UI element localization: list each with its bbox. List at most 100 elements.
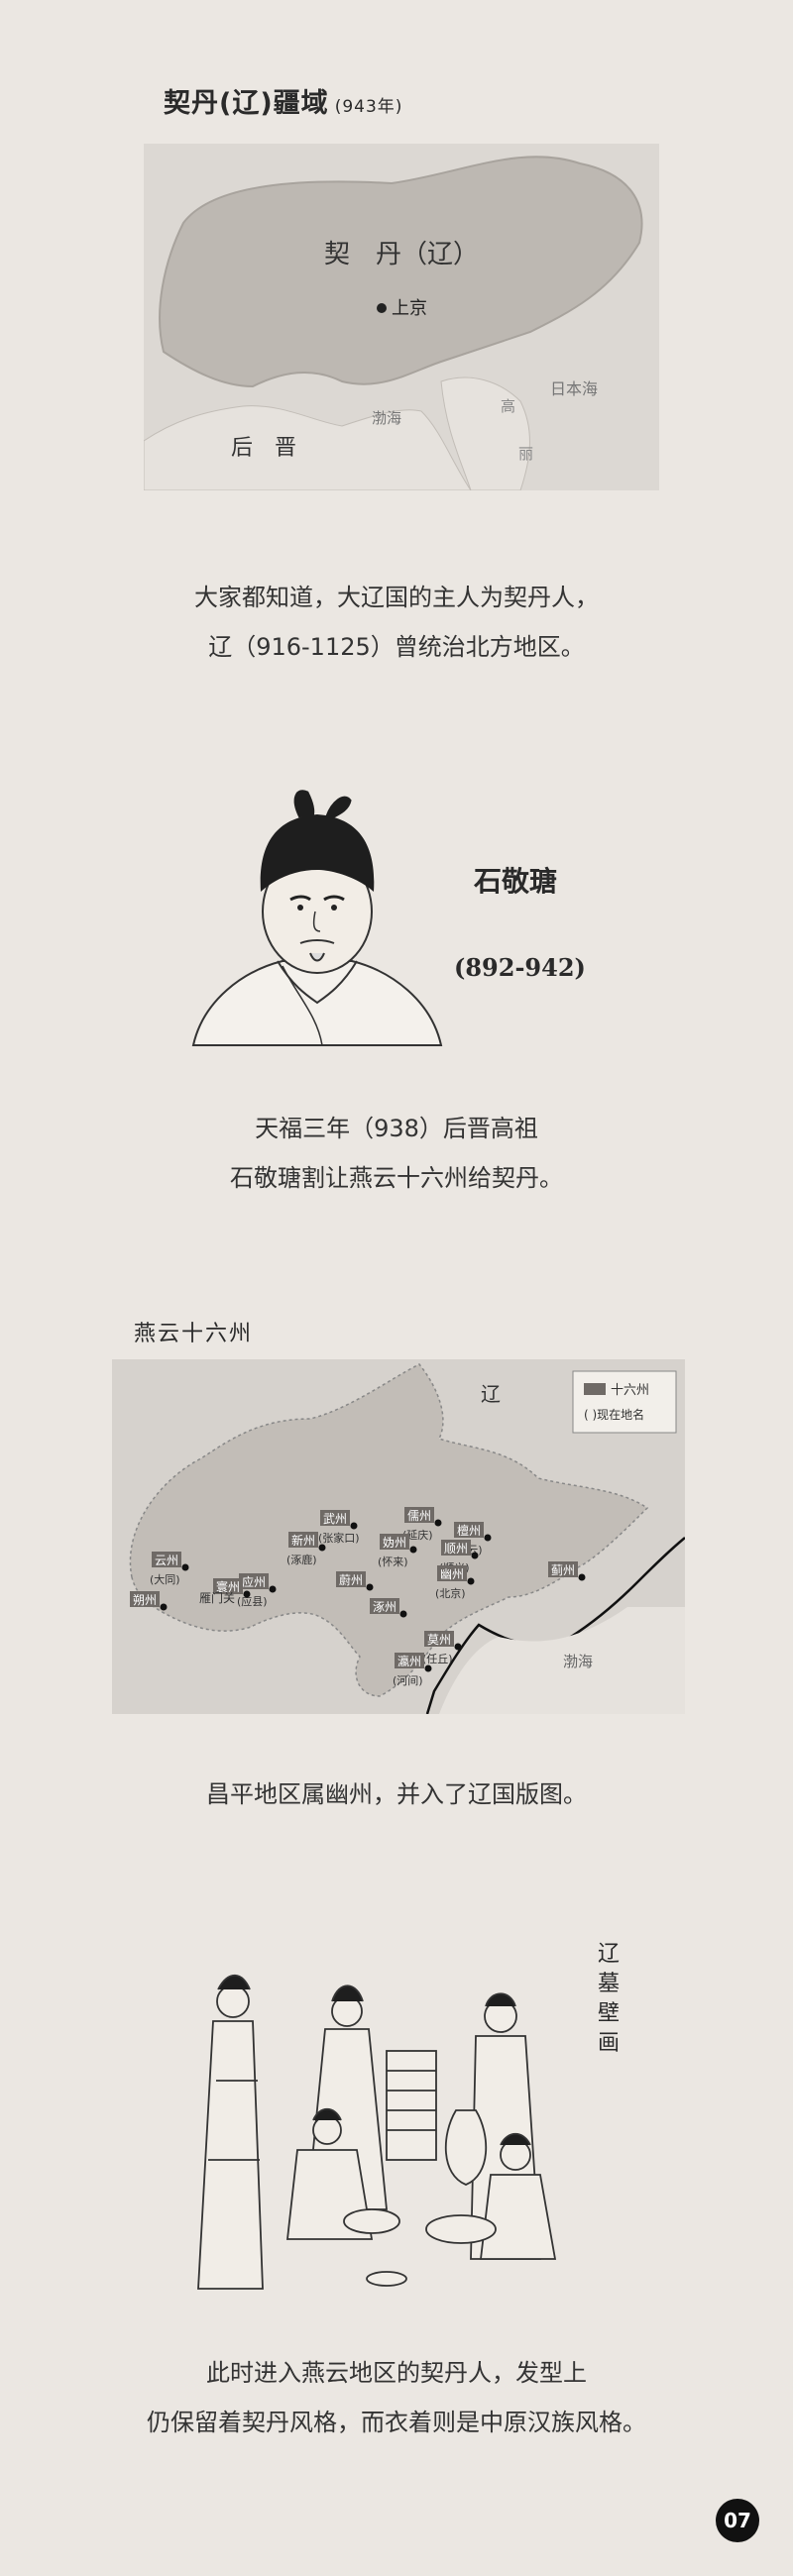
prefecture-label-box (152, 1552, 181, 1567)
person-name: 石敬瑭 (474, 865, 558, 898)
map1-title: 契丹(辽)疆域(943年) (164, 88, 403, 119)
prefecture-dot (578, 1573, 586, 1581)
goryeo-label-2: 丽 (518, 445, 533, 463)
prefecture-dot (484, 1534, 492, 1542)
caption-3: 昌平地区属幽州，并入了辽国版图。 (0, 1770, 793, 1819)
shi-jingtang-portrait (191, 790, 443, 1046)
legend-label: 十六州 (611, 1383, 649, 1398)
person-years: (892-942) (454, 953, 586, 982)
mural-title-char-3: 壁 (597, 2001, 620, 2026)
prefecture-label-box (395, 1653, 424, 1668)
legend-swatch (584, 1383, 606, 1395)
prefecture-modern-name: (怀来) (378, 1556, 408, 1568)
mural-figure-1 (197, 1974, 264, 2290)
liao-tomb-mural (197, 1974, 557, 2290)
japan-sea-label: 日本海 (550, 379, 598, 398)
prefecture-name: 瀛州 (397, 1654, 421, 1668)
prefecture-dot (471, 1552, 479, 1559)
prefecture-name: 顺州 (444, 1542, 468, 1556)
prefecture-label-box (380, 1534, 409, 1550)
prefecture-name: 寰州 (216, 1579, 240, 1594)
page-number-badge: 07 (716, 2499, 759, 2542)
prefecture-label-box (404, 1507, 434, 1523)
map2-title: 燕云十六州 (134, 1322, 254, 1346)
yanmen-pass-label: 雁门关 (199, 1590, 235, 1605)
prefecture-dot (434, 1519, 442, 1527)
futou-hat (260, 814, 375, 892)
prefecture-dot (350, 1522, 358, 1530)
caption-2-line-2: 石敬瑭割让燕云十六州给契丹。 (230, 1164, 563, 1192)
prefecture-dot (424, 1664, 432, 1672)
prefecture-name: 莫州 (427, 1633, 451, 1647)
sixteen-prefectures-area (129, 1363, 649, 1697)
caption-4-line-1: 此时进入燕云地区的契丹人，发型上 (206, 2359, 587, 2387)
mural-title: 辽 墓 壁 画 (595, 1940, 623, 2059)
prefecture-dot (454, 1643, 462, 1651)
prefecture-modern-name: (涿鹿) (286, 1553, 317, 1566)
prefecture-label-box (424, 1631, 454, 1647)
caption-4: 此时进入燕云地区的契丹人，发型上 仍保留着契丹风格，而衣着则是中原汉族风格。 (0, 2348, 793, 2447)
prefecture-modern-name: (北京) (435, 1586, 466, 1600)
prefecture-dot (181, 1563, 189, 1571)
yanyun-map: 武州(张家口)儒州(延庆)檀州(密云)新州(涿鹿)妫州(怀来)顺州(顺义)幽州(… (112, 1359, 685, 1714)
prefecture-label-box (548, 1561, 578, 1577)
prefecture-label-box (239, 1573, 269, 1589)
caption-1: 大家都知道，大辽国的主人为契丹人， 辽（916-1125）曾统治北方地区。 (0, 573, 793, 672)
prefecture-modern-name: (延庆) (402, 1528, 433, 1542)
prefecture-name: 应州 (242, 1574, 266, 1589)
legend-paren-label: ( )现在地名 (584, 1407, 644, 1422)
prefecture-marks: 武州(张家口)儒州(延庆)檀州(密云)新州(涿鹿)妫州(怀来)顺州(顺义)幽州(… (130, 1507, 586, 1687)
prefecture-label-box (288, 1532, 318, 1548)
prefecture-label-box (320, 1510, 350, 1526)
prefecture-label-box (336, 1571, 366, 1587)
prefecture-name: 新州 (291, 1533, 315, 1548)
prefecture-dot (409, 1546, 417, 1554)
prefecture-label-box (370, 1598, 399, 1614)
later-jin-label: 后 晋 (231, 436, 296, 461)
prefecture-modern-name: (任丘) (422, 1653, 453, 1665)
mural-title-char-4: 画 (597, 2031, 620, 2056)
prefecture-name: 妫州 (383, 1536, 406, 1550)
caption-2: 天福三年（938）后晋高祖 石敬瑭割让燕云十六州给契丹。 (0, 1104, 793, 1203)
mural-vessels (343, 2109, 497, 2287)
caption-1-line-2: 辽（916-1125）曾统治北方地区。 (208, 633, 585, 661)
prefecture-name: 朔州 (133, 1592, 157, 1607)
liao-territory-map: 契 丹（辽） 上京 渤海 日本海 高 丽 后 晋 (144, 144, 659, 490)
region-label: 契 丹（辽） (324, 240, 479, 269)
prefecture-label-box (441, 1540, 471, 1556)
caption-1-line-1: 大家都知道，大辽国的主人为契丹人， (194, 584, 599, 611)
caption-3-line-1: 昌平地区属幽州，并入了辽国版图。 (206, 1780, 587, 1808)
prefecture-label-box (130, 1591, 160, 1607)
caption-4-line-2: 仍保留着契丹风格，而衣着则是中原汉族风格。 (147, 2409, 646, 2436)
prefecture-dot (467, 1577, 475, 1585)
capital-label: 上京 (392, 298, 427, 319)
bohai-label: 渤海 (372, 409, 401, 427)
goryeo-label-1: 高 (501, 397, 515, 415)
prefecture-modern-name: (张家口) (318, 1531, 360, 1545)
prefecture-modern-name: (应县) (237, 1594, 268, 1608)
prefecture-label-box (437, 1565, 467, 1581)
prefecture-modern-name: (大同) (150, 1572, 180, 1586)
khitan-territory (159, 156, 643, 388)
prefecture-name: 儒州 (407, 1509, 431, 1523)
mural-figure-5 (479, 2132, 557, 2260)
prefecture-name: 武州 (323, 1512, 347, 1526)
prefecture-modern-name: (河间) (393, 1674, 423, 1687)
prefecture-name: 涿州 (373, 1600, 396, 1614)
prefecture-dot (399, 1610, 407, 1618)
prefecture-dot (243, 1590, 251, 1598)
mural-steamer-stack (386, 2050, 437, 2161)
sea-area (439, 1607, 685, 1714)
liao-label: 辽 (481, 1382, 501, 1406)
prefecture-name: 云州 (155, 1554, 178, 1567)
prefecture-dot (269, 1585, 277, 1593)
goryeo-land (440, 376, 530, 490)
caption-2-line-1: 天福三年（938）后晋高祖 (255, 1115, 538, 1142)
bohai-label-2: 渤海 (563, 1653, 593, 1670)
prefecture-name: 幽州 (440, 1567, 464, 1581)
prefecture-dot (366, 1583, 374, 1591)
prefecture-label-box (454, 1522, 484, 1538)
prefecture-dot (318, 1544, 326, 1552)
prefecture-name: 蔚州 (339, 1573, 363, 1587)
mural-title-char-1: 辽 (597, 1942, 620, 1967)
